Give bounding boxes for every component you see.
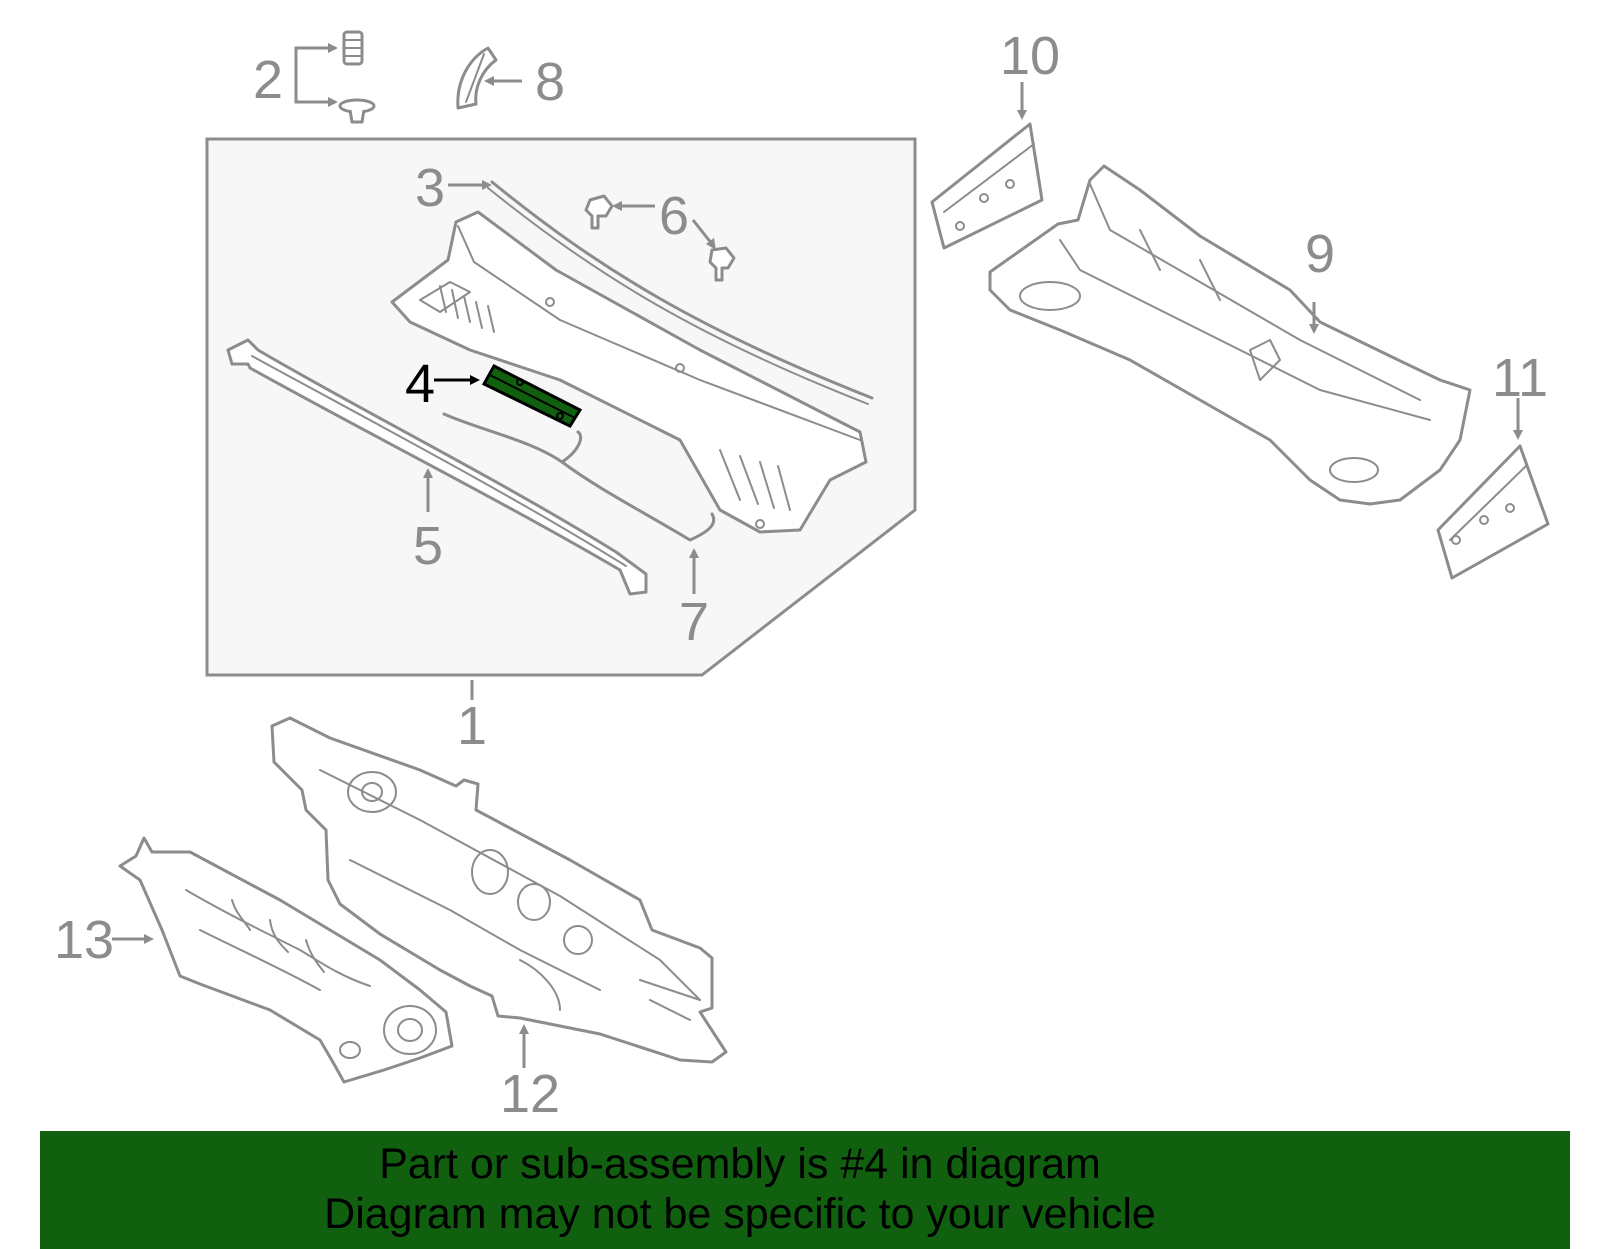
callout-4-leader bbox=[434, 375, 480, 385]
part-6-clips[interactable] bbox=[584, 194, 736, 282]
callout-8-leader bbox=[484, 76, 522, 86]
cowl-panel[interactable] bbox=[390, 210, 868, 534]
part-4-highlighted[interactable] bbox=[481, 364, 583, 428]
callout-12: 12 bbox=[500, 1064, 560, 1124]
part-2-fasteners[interactable] bbox=[338, 30, 376, 124]
callout-9-leader bbox=[1309, 302, 1319, 334]
part-3-weatherstrip[interactable] bbox=[490, 180, 874, 400]
callout-1: 1 bbox=[457, 696, 487, 756]
callout-3: 3 bbox=[415, 158, 445, 218]
callout-10: 10 bbox=[1000, 26, 1060, 86]
callout-2: 2 bbox=[253, 50, 283, 110]
callout-6-leader bbox=[612, 201, 716, 250]
part-10-bracket[interactable] bbox=[930, 122, 1044, 250]
part-8-bracket[interactable] bbox=[456, 46, 498, 110]
info-banner: Part or sub-assembly is #4 in diagram Di… bbox=[40, 1131, 1570, 1249]
callout-9: 9 bbox=[1305, 224, 1335, 284]
part-11-bracket[interactable] bbox=[1436, 444, 1550, 580]
callout-3-leader bbox=[448, 180, 492, 190]
callout-4: 4 bbox=[405, 354, 435, 414]
callout-12-leader bbox=[519, 1024, 529, 1068]
part-9-cowl-top[interactable] bbox=[988, 164, 1472, 506]
banner-line-disclaimer: Diagram may not be specific to your vehi… bbox=[324, 1190, 1156, 1238]
part-12-dash-panel[interactable] bbox=[270, 716, 728, 1064]
callout-6: 6 bbox=[659, 186, 689, 246]
callout-5: 5 bbox=[413, 516, 443, 576]
callout-7: 7 bbox=[679, 592, 709, 652]
callout-5-leader bbox=[423, 468, 433, 512]
callout-10-leader bbox=[1017, 82, 1027, 120]
callout-13: 13 bbox=[54, 910, 114, 970]
part-13-insulator[interactable] bbox=[118, 836, 454, 1084]
part-7-hose[interactable] bbox=[442, 412, 716, 542]
callout-7-leader bbox=[689, 548, 699, 594]
part-5-seal[interactable] bbox=[226, 338, 648, 596]
banner-line-part-info: Part or sub-assembly is #4 in diagram bbox=[379, 1140, 1101, 1188]
callout-8: 8 bbox=[535, 52, 565, 112]
callout-13-leader bbox=[112, 934, 154, 944]
callout-2-leader bbox=[294, 43, 338, 107]
callout-11-leader bbox=[1513, 398, 1523, 440]
callout-11: 11 bbox=[1492, 348, 1548, 408]
